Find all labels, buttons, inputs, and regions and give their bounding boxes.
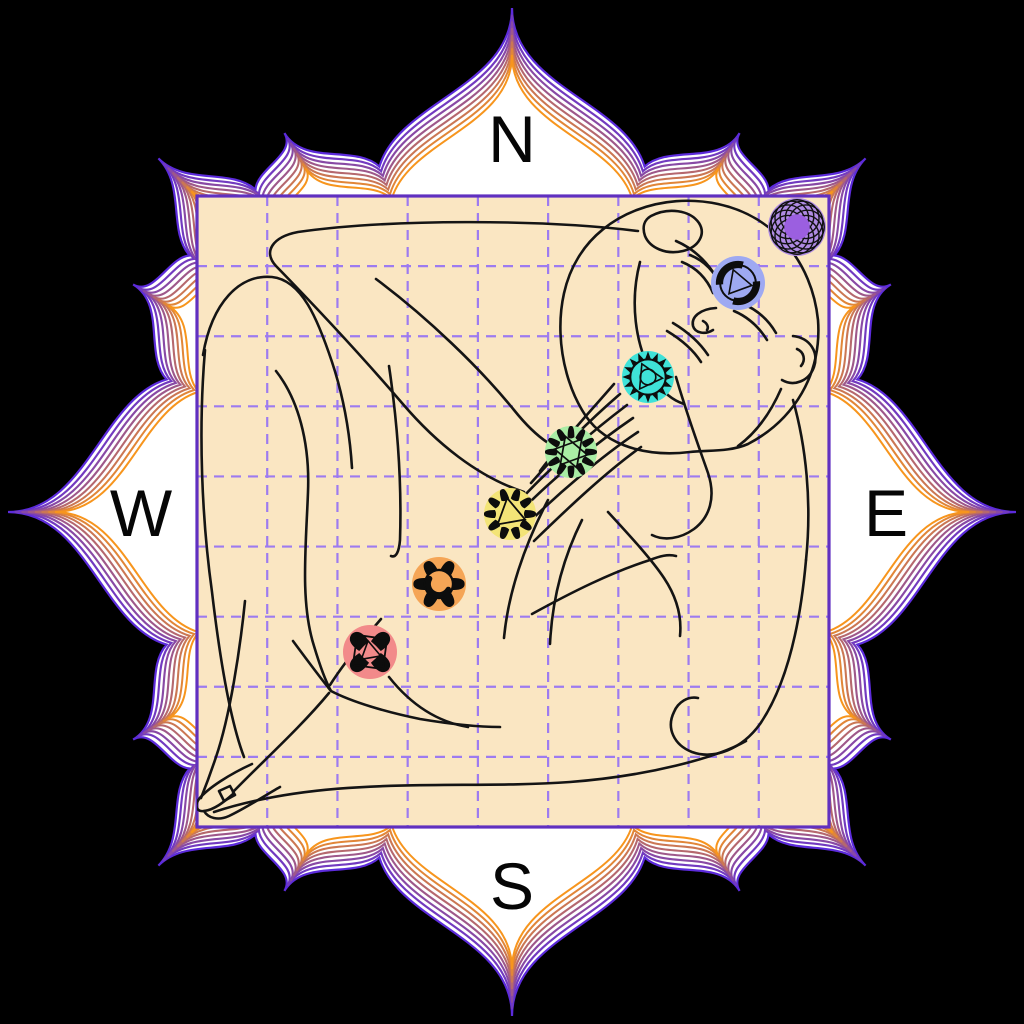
- compass-label-north: N: [488, 102, 536, 176]
- figure-line: [791, 398, 810, 562]
- chakra-petal: [567, 465, 575, 479]
- figure-line: [795, 347, 806, 368]
- chakra-petal: [582, 437, 594, 448]
- chakra-petal: [658, 358, 667, 367]
- chakra-disc: [343, 625, 397, 679]
- figure-line: [197, 762, 254, 813]
- chakra-triangle: [496, 496, 527, 526]
- chakra-petal: [519, 519, 532, 531]
- chakra-triangle: [727, 268, 754, 295]
- figure-line: [671, 321, 710, 357]
- chakra-wing: [715, 260, 744, 285]
- figure-line: [532, 445, 643, 543]
- chakra-circle: [629, 358, 667, 396]
- figure-line: [559, 199, 820, 455]
- figure-line: [736, 387, 783, 448]
- chakra-petal: [510, 526, 521, 540]
- chakra-petal: [488, 497, 501, 509]
- chakra-petal: [544, 448, 558, 456]
- figure-line: [217, 784, 237, 803]
- lotus-outline-layer: [14, 14, 1010, 1010]
- figure-line: [732, 309, 769, 342]
- chakra-petal: [575, 463, 586, 475]
- chakra-triangle: [552, 437, 583, 470]
- chakra-petal: [488, 519, 501, 531]
- figure-line: [274, 369, 333, 693]
- chakra-petal: [629, 387, 638, 396]
- chakra-crescent: [425, 575, 452, 598]
- chakra-petal: [548, 456, 560, 467]
- compass-label-south: S: [490, 849, 534, 923]
- chakra-petal: [622, 373, 631, 381]
- muladhara-root-chakra-icon: [343, 625, 397, 679]
- chakra-petal: [567, 425, 575, 439]
- figure-line: [202, 785, 282, 820]
- compass-label-west: W: [110, 476, 173, 550]
- chakra-petal: [582, 456, 594, 467]
- figure-line: [548, 518, 584, 646]
- figure-line: [199, 599, 247, 800]
- chakra-center-disc: [784, 214, 810, 240]
- figure-line: [680, 260, 715, 295]
- chakra-wing: [732, 281, 761, 306]
- ajna-third-eye-chakra-icon: [711, 256, 765, 310]
- figure-line: [387, 675, 470, 729]
- chakra-triangle: [360, 639, 383, 661]
- figure-line: [530, 553, 678, 616]
- grid-lines: [197, 196, 829, 827]
- lotus-outline-layer: [28, 28, 996, 996]
- chakra-petal: [523, 509, 537, 519]
- chakra-petal: [510, 488, 521, 502]
- chakra-petal: [629, 358, 638, 367]
- figure-line: [780, 334, 817, 385]
- figure-line: [642, 209, 703, 254]
- figure-line: [701, 319, 710, 332]
- lotus-outline-layer: [21, 21, 1003, 1003]
- chakra-square: [351, 633, 389, 671]
- chakra-disc: [545, 426, 597, 478]
- chakra-petal: [584, 448, 598, 456]
- chakra-inner-circle: [639, 368, 657, 386]
- figure-line: [212, 739, 748, 814]
- figure-line: [606, 510, 682, 638]
- chakra-petal: [658, 387, 667, 396]
- figure-line: [691, 306, 718, 335]
- figure-line: [650, 375, 713, 540]
- svadhisthana-sacral-chakra-icon: [412, 557, 466, 611]
- chakra-petal: [556, 429, 567, 441]
- lotus-outline-layer: [41, 41, 983, 983]
- chakra-petal: [499, 526, 510, 540]
- lotus-outline-layer: [48, 48, 976, 976]
- chakra-petal: [665, 373, 674, 381]
- compass-labels: N E S W: [110, 102, 908, 923]
- lotus-outline-layer: [7, 7, 1017, 1017]
- chakra-circle: [719, 264, 757, 302]
- chakra-petal: [644, 351, 652, 360]
- figure-line: [502, 498, 550, 640]
- chakra-petal: [519, 497, 532, 509]
- chakra-petal: [644, 394, 652, 403]
- figure-line: [231, 691, 331, 794]
- compass-label-east: E: [864, 476, 908, 550]
- figure-line: [387, 364, 402, 558]
- sahasrara-crown-chakra-icon: [768, 198, 826, 256]
- figure-line: [201, 275, 354, 470]
- anahata-heart-chakra-icon: [544, 425, 598, 479]
- chakra-petal: [483, 509, 497, 519]
- chakra-triangle: [559, 434, 590, 467]
- chakra-petal: [548, 437, 560, 448]
- figure-line: [665, 329, 703, 364]
- figure-line: [268, 220, 640, 494]
- manipura-solar-plexus-chakra-icon: [483, 488, 537, 540]
- chakra-icons: [343, 198, 826, 679]
- figure-line: [200, 348, 246, 759]
- square-border: [195, 194, 831, 829]
- vishuddha-throat-chakra-icon: [622, 351, 674, 403]
